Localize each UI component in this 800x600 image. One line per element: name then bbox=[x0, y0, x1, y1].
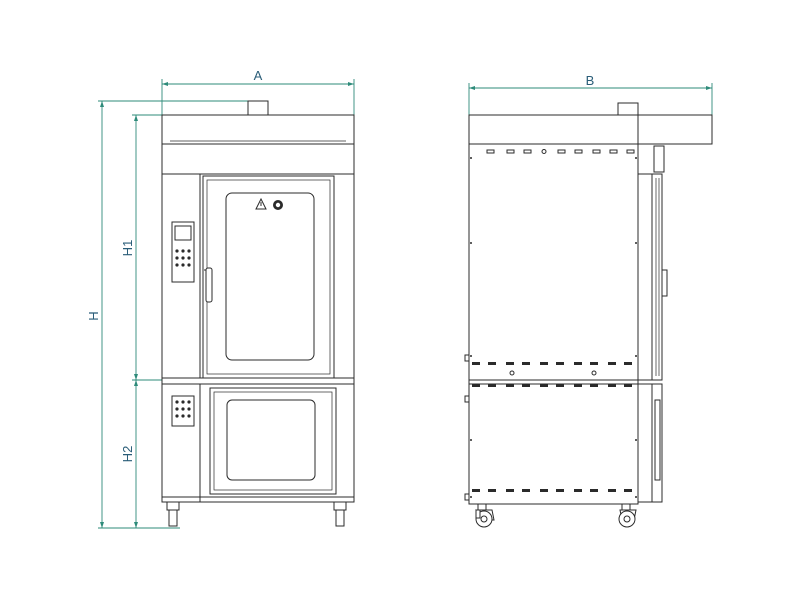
proofer-keypad-icon bbox=[175, 400, 191, 418]
side-view bbox=[464, 102, 713, 528]
oven-door-window bbox=[225, 192, 315, 361]
dimension-label-h2: H2 bbox=[120, 446, 135, 463]
dimension-h1: H1 bbox=[120, 114, 162, 381]
side-door-profile bbox=[637, 145, 668, 503]
side-vent-row-bottom bbox=[472, 489, 632, 492]
side-vent-row-middle bbox=[472, 362, 632, 387]
side-vent-row-top bbox=[486, 149, 635, 154]
front-chimney bbox=[247, 100, 269, 116]
side-chimney bbox=[617, 102, 639, 116]
hand-caution-icon bbox=[273, 200, 283, 210]
control-keypad-icon bbox=[175, 249, 191, 267]
front-view bbox=[161, 100, 355, 527]
proofer-door-window bbox=[226, 399, 316, 481]
dimension-label-b: B bbox=[586, 73, 595, 88]
dimension-label-h1: H1 bbox=[120, 240, 135, 257]
front-foot-left bbox=[166, 501, 180, 527]
dimension-h: H bbox=[86, 100, 248, 529]
dimension-a: A bbox=[161, 68, 355, 115]
front-foot-right bbox=[333, 501, 347, 527]
side-body bbox=[468, 143, 639, 505]
caster-wheel-icon bbox=[475, 503, 495, 528]
module-separator bbox=[161, 377, 355, 385]
dimension-group: A H H1 H2 bbox=[86, 68, 713, 529]
oven-door-handle bbox=[205, 267, 213, 303]
control-display bbox=[174, 225, 192, 241]
dimension-h2: H2 bbox=[120, 380, 138, 528]
dimension-b: B bbox=[468, 73, 713, 115]
dimension-label-h: H bbox=[86, 311, 101, 320]
caster-wheel-right bbox=[618, 503, 637, 528]
front-hood bbox=[161, 114, 355, 145]
warning-triangle-icon bbox=[255, 197, 267, 210]
dimension-label-a: A bbox=[254, 68, 263, 83]
side-hood bbox=[468, 114, 713, 145]
